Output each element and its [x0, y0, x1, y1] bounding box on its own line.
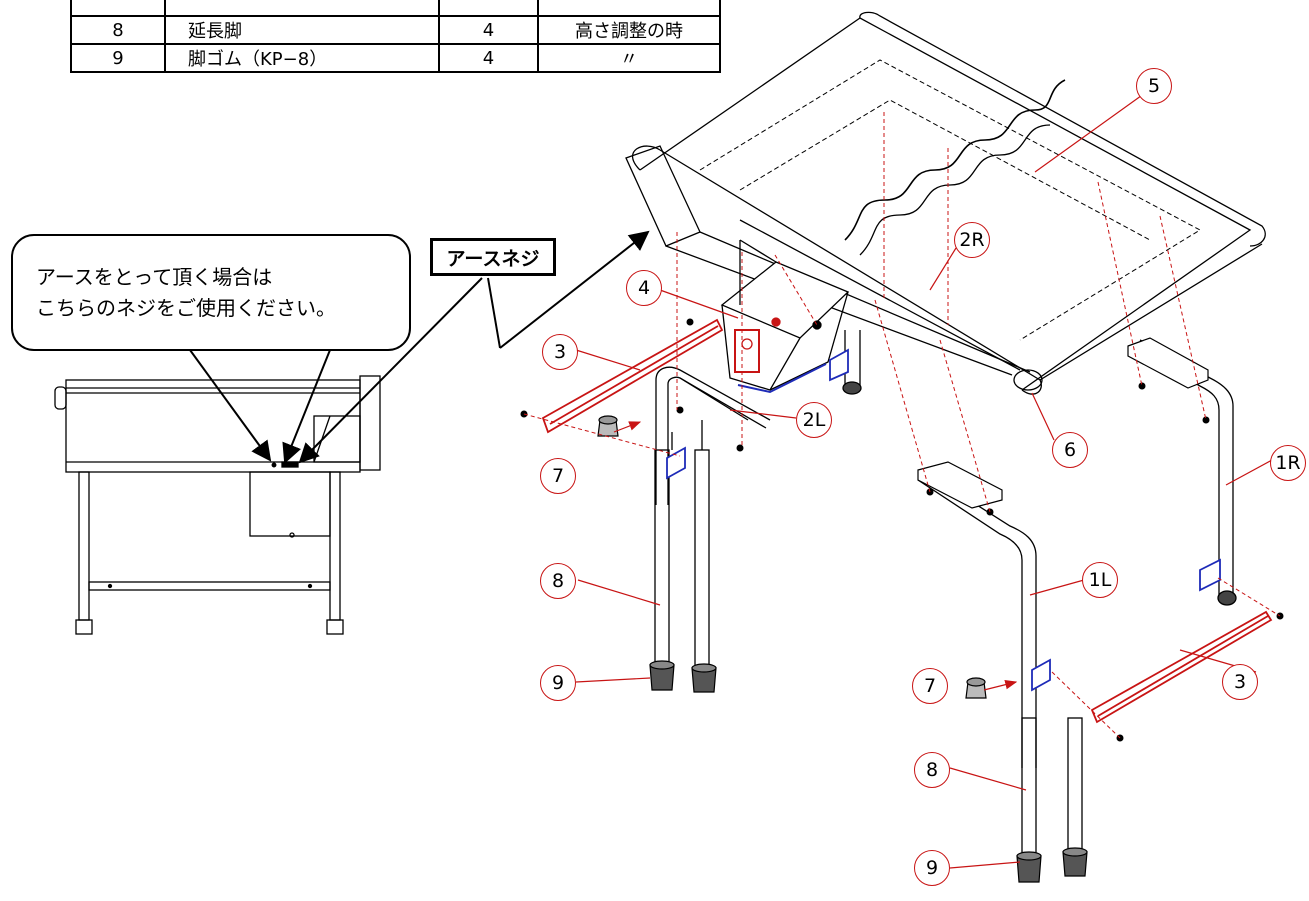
mounting-plates — [666, 348, 1221, 692]
balloon-1l: 1L — [1082, 562, 1118, 598]
part-name: 延長脚 — [164, 15, 440, 45]
part-number: 9 — [70, 43, 166, 73]
part-note: 〃 — [537, 43, 721, 73]
balloon-1r: 1R — [1270, 445, 1306, 481]
front-view — [54, 375, 381, 635]
callout-text: アースをとって頂く場合は こちらのネジをご使用ください。 — [36, 262, 336, 324]
balloon-8a: 8 — [540, 563, 576, 599]
table-row: 8 延長脚 4 高さ調整の時 — [70, 15, 721, 45]
balloon-3b: 3 — [1222, 664, 1258, 700]
leg-brackets — [917, 337, 1209, 509]
balloon-7a: 7 — [540, 458, 576, 494]
part-quantity: 4 — [438, 43, 539, 73]
callout-bubble — [11, 234, 411, 464]
table-row: 9 脚ゴム（KP−8） 4 〃 — [70, 43, 721, 73]
balloon-5: 5 — [1136, 68, 1172, 104]
balloon-leaders — [575, 87, 1273, 869]
part-number: 8 — [70, 15, 166, 45]
earth-screw-label: アースネジ — [430, 238, 556, 276]
part-note: 高さ調整の時 — [537, 15, 721, 45]
rubber-feet — [597, 415, 1088, 883]
control-box — [720, 239, 850, 394]
part-name: 脚ゴム（KP−8） — [164, 43, 440, 73]
balloon-4: 4 — [626, 270, 662, 306]
balloon-2l: 2L — [796, 402, 832, 438]
callout-line-1: アースをとって頂く場合は — [36, 265, 273, 289]
balloon-2r: 2R — [954, 222, 990, 258]
balloon-9a: 9 — [540, 665, 576, 701]
cross-brace-right — [1090, 610, 1273, 724]
balloon-8b: 8 — [914, 752, 950, 788]
earth-label-pointer — [298, 230, 650, 464]
balloon-6: 6 — [1052, 432, 1088, 468]
balloon-3a: 3 — [542, 334, 578, 370]
assembly-guide-lines — [523, 112, 1281, 739]
table-row — [70, 0, 721, 17]
balloon-9b: 9 — [914, 850, 950, 886]
legs — [654, 330, 1237, 869]
callout-line-2: こちらのネジをご使用ください。 — [36, 296, 336, 320]
parts-table: 8 延長脚 4 高さ調整の時 9 脚ゴム（KP−8） 4 〃 — [70, 0, 721, 73]
part-quantity: 4 — [438, 15, 539, 45]
conveyor-body — [625, 11, 1266, 395]
balloon-7b: 7 — [912, 668, 948, 704]
